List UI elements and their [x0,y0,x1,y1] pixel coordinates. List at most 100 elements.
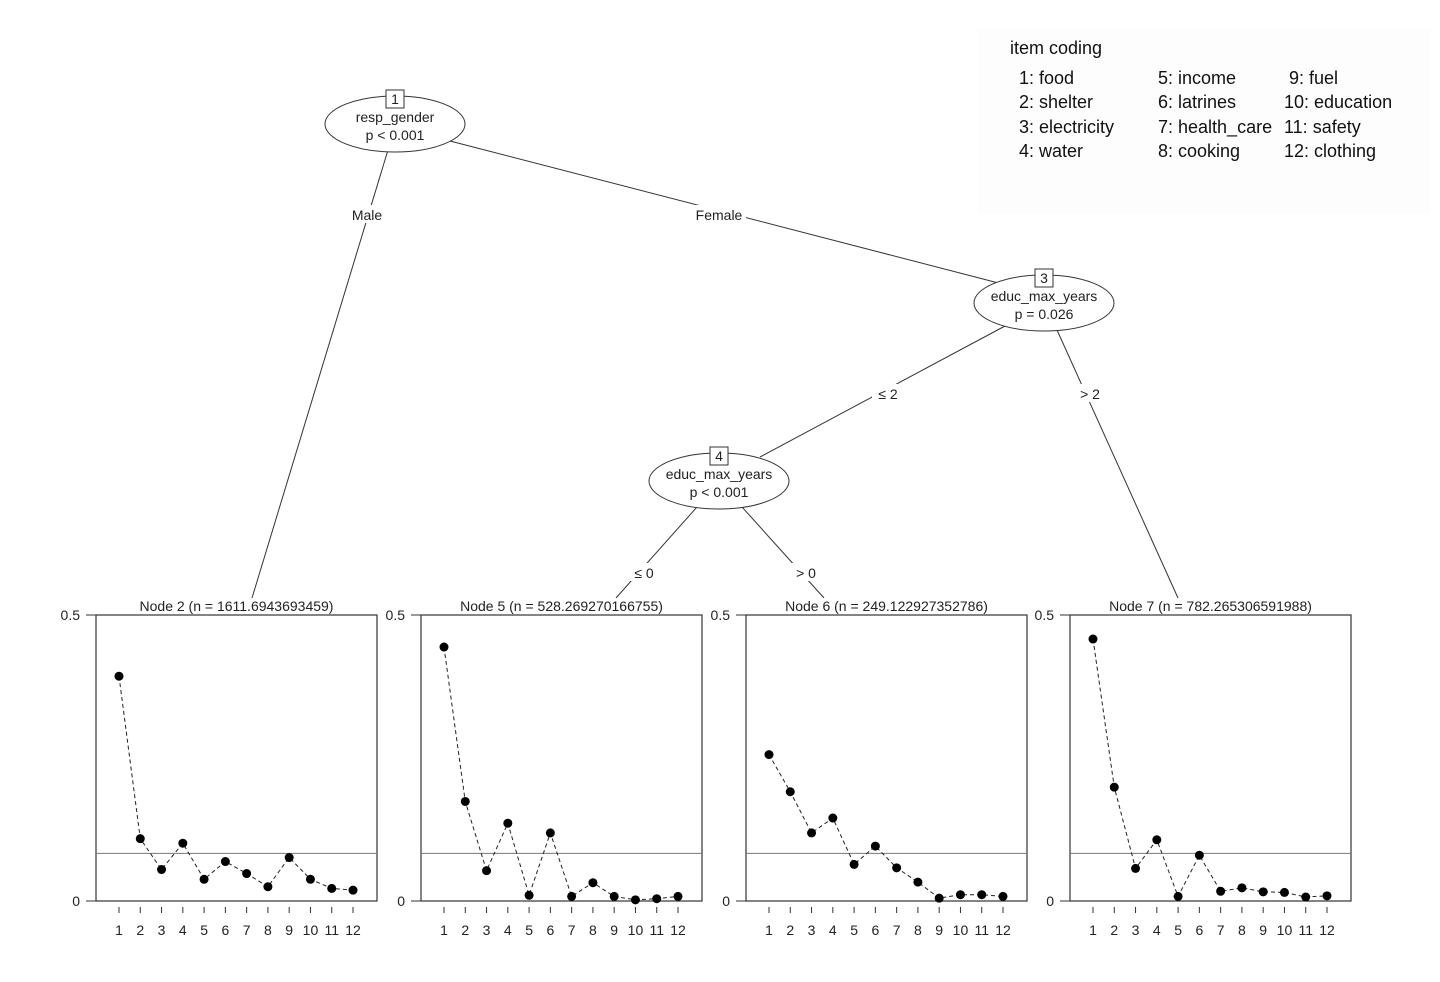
x-tick-label: 11 [649,922,664,938]
data-point [114,671,124,681]
y-tick-label: 0.5 [386,607,406,623]
data-point [588,878,598,888]
x-tick-label: 2 [1110,922,1118,938]
x-tick-label: 5 [850,922,858,938]
data-point [652,894,662,904]
edge-4-6 [741,506,825,599]
x-tick-label: 4 [829,922,837,938]
data-point [1216,886,1226,896]
legend-item: 1: food [1014,68,1075,88]
x-tick-label: 2 [461,922,469,938]
legend-item: 5: income [1158,68,1237,88]
x-tick-label: 9 [610,922,618,938]
y-tick-label: 0.5 [1035,607,1055,623]
data-point [977,890,987,900]
edge-label-gt0: > 0 [796,565,816,581]
legend-item: 10: education [1284,92,1393,112]
node-pvalue: p < 0.001 [366,127,425,143]
x-tick-label: 3 [158,922,166,938]
data-point [524,890,534,900]
data-point [567,891,577,901]
x-tick-label: 7 [568,922,576,938]
node-id: 4 [715,448,723,464]
data-point [327,883,337,893]
data-point [348,885,358,895]
x-tick-label: 10 [303,922,319,938]
data-point [284,853,294,863]
data-point [828,813,838,823]
legend-item: 12: clothing [1284,141,1377,161]
y-tick-label: 0.5 [61,607,81,623]
edge-label-le2: ≤ 2 [878,386,898,402]
x-tick-label: 9 [285,922,293,938]
legend-item: 2: shelter [1014,92,1094,112]
data-point [934,893,944,903]
x-tick-label: 6 [871,922,879,938]
data-point [1322,891,1332,901]
data-point [439,642,449,652]
data-point [178,838,188,848]
x-tick-label: 2 [136,922,144,938]
x-tick-label: 10 [628,922,644,938]
data-point [1237,883,1247,893]
panel-title: Node 6 (n = 249.122927352786) [785,598,988,614]
x-tick-label: 7 [1217,922,1225,938]
data-point [1109,782,1119,792]
inner-node-1: 1 resp_gender p < 0.001 [324,89,466,153]
data-point [460,796,470,806]
data-point [673,891,683,901]
panel-frame [95,614,378,902]
x-tick-label: 11 [974,922,989,938]
data-point [955,890,965,900]
node-variable: resp_gender [356,109,435,125]
x-tick-label: 8 [1238,922,1246,938]
legend-item: 3: electricity [1014,117,1115,137]
series-line [118,676,354,891]
x-tick-label: 1 [440,922,448,938]
data-point [1301,892,1311,902]
inner-node-3: 3 educ_max_years p = 0.026 [973,268,1115,332]
y-tick-label: 0 [1046,893,1054,909]
x-tick-label: 7 [243,922,251,938]
edge-1-2 [251,149,389,599]
data-point [157,865,167,875]
data-point [263,882,273,892]
data-point [1152,835,1162,845]
edge-label-male: Male [352,207,383,223]
legend-title: item coding [1010,38,1103,58]
x-tick-label: 6 [1195,922,1203,938]
panel-title: Node 5 (n = 528.269270166755) [460,598,663,614]
edge-label-gt2: > 2 [1080,386,1100,402]
legend: item coding 1: food 2: shelter 3: electr… [978,28,1430,214]
data-point [630,895,640,905]
x-tick-label: 11 [1298,922,1313,938]
panel-title: Node 7 (n = 782.265306591988) [1109,598,1312,614]
data-point [1173,891,1183,901]
x-tick-label: 6 [546,922,554,938]
x-tick-label: 3 [1132,922,1140,938]
legend-item: 4: water [1014,141,1084,161]
edge-label-le0: ≤ 0 [634,565,654,581]
node-id: 3 [1040,270,1048,286]
x-tick-label: 9 [1259,922,1267,938]
legend-item: 11: safety [1284,117,1361,137]
x-tick-label: 1 [1089,922,1097,938]
x-tick-label: 3 [483,922,491,938]
x-tick-label: 12 [345,922,361,938]
x-tick-label: 6 [221,922,229,938]
legend-item: 9: fuel [1284,68,1339,88]
data-point [807,828,817,838]
data-point [1194,850,1204,860]
legend-item: 6: latrines [1158,92,1237,112]
x-tick-label: 1 [115,922,123,938]
x-tick-label: 8 [914,922,922,938]
panel-title-bg [1108,598,1313,614]
x-tick-label: 12 [670,922,686,938]
inner-node-4: 4 educ_max_years p < 0.001 [648,446,790,510]
node-pvalue: p < 0.001 [690,484,749,500]
panel-frame [1069,614,1352,902]
data-point [220,857,230,867]
edge-3-7 [1056,329,1179,599]
